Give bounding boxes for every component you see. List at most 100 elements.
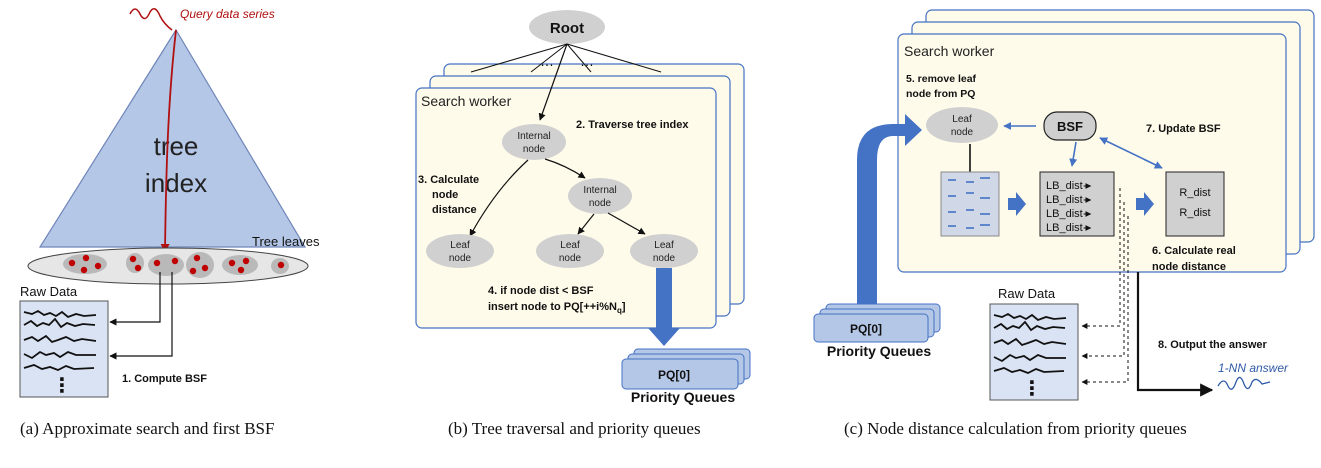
query-path-arrow (160, 29, 177, 253)
lb-to-rdist-arrow (1136, 192, 1154, 216)
pq-arrow-shaft (656, 268, 672, 330)
leaf-node-2-line2: node (559, 253, 582, 264)
data-point (242, 257, 250, 265)
step3-line1: 3. Calculate (418, 174, 479, 186)
lb-dist-label: LB_dist (1046, 180, 1083, 192)
raw-data-box (989, 303, 1079, 401)
r-dist-label: R_dist (1179, 187, 1210, 199)
pq-arrow-head (648, 328, 680, 346)
tree-index-triangle (38, 28, 307, 248)
pq-title: Priority Queues (631, 389, 735, 405)
leaf-node-2-line1: Leaf (560, 240, 580, 251)
data-point (153, 259, 161, 267)
caption-a: (a) Approximate search and first BSF (20, 419, 275, 438)
series-line (993, 337, 1067, 347)
raw-series-lines (993, 312, 1067, 374)
root-label: Root (550, 20, 584, 37)
worker-label: Search worker (904, 43, 995, 59)
step4-sub: q (617, 306, 622, 315)
leaf-cluster (148, 254, 184, 276)
compute-bsf-label: 1. Compute BSF (122, 373, 207, 385)
series-line (993, 367, 1065, 374)
panel-c: Search worker 5. remove leaf node from P… (813, 9, 1315, 401)
raw-data-box (19, 300, 109, 398)
panel-a: Query data series tree index Tree leaves (19, 7, 320, 398)
tree-leaves-label: Tree leaves (252, 234, 320, 249)
root-edge (470, 43, 568, 73)
pq-to-worker-arrow (857, 114, 922, 322)
leaf-node-line2: node (951, 127, 974, 138)
data-point (68, 259, 76, 267)
dashed-link (1081, 202, 1125, 359)
worker-label: Search worker (421, 93, 512, 109)
step5-line2: node from PQ (906, 88, 975, 100)
data-point (228, 259, 236, 267)
ellipsis-left: … (540, 53, 554, 69)
root-edge (530, 43, 568, 73)
query-label: Query data series (180, 7, 275, 21)
series-line (993, 312, 1067, 322)
series-line (993, 353, 1066, 363)
answer-label: 1-NN answer (1218, 361, 1289, 375)
internal-node-2-line2: node (589, 198, 612, 209)
tree-label-line1: tree (154, 131, 199, 161)
summary-segments (948, 177, 990, 229)
pq-box (621, 358, 739, 390)
lb-dist-label: LB_dist (1046, 208, 1083, 220)
data-point (193, 254, 201, 262)
internal-to-internal-arrow (544, 158, 586, 179)
leaf-node-3-line2: node (653, 253, 676, 264)
answer-squiggle (1217, 376, 1271, 390)
series-line (23, 317, 96, 329)
pq-title: Priority Queues (827, 343, 931, 359)
leaf-node (926, 107, 998, 143)
step4-main: insert node to PQ[++i%N (488, 301, 617, 313)
leaf-cluster (186, 252, 214, 278)
leaf-cluster (63, 254, 107, 274)
internal-node-1 (502, 124, 566, 160)
output-arrow (1136, 272, 1214, 397)
dashed-link (1081, 188, 1121, 329)
leaf-node-1-line2: node (449, 253, 472, 264)
internal-node-1-line1: Internal (517, 131, 550, 142)
raw-data-label: Raw Data (20, 284, 78, 299)
step3-line2: node (432, 189, 458, 201)
lb-dist-label: LB_dist (1046, 222, 1083, 234)
raw-data-label: Raw Data (998, 286, 1056, 301)
dashed-links (1081, 188, 1129, 385)
series-line (993, 320, 1066, 332)
data-point (201, 264, 209, 272)
pq-label: PQ[0] (850, 322, 882, 336)
leaf-node-1-line1: Leaf (450, 240, 470, 251)
data-point (277, 261, 285, 269)
dashed-link (1081, 216, 1129, 385)
leaf-node-3 (630, 234, 698, 268)
bsf-rdist-arrow (1099, 137, 1163, 169)
worker-panel (415, 87, 717, 329)
series-line (23, 309, 97, 319)
data-point (80, 266, 88, 274)
leaf-node-1 (426, 234, 494, 268)
series-line (23, 334, 97, 344)
bsf-to-lb-arrow (1069, 141, 1078, 167)
root-edge (566, 43, 662, 73)
bsf-label: BSF (1057, 119, 1083, 134)
caption-c: (c) Node distance calculation from prior… (844, 419, 1187, 438)
lb-dist-label: LB_dist (1046, 194, 1083, 206)
leaf-cluster (126, 253, 144, 273)
r-dist-label: R_dist (1179, 207, 1210, 219)
root-to-internal-arrow (538, 43, 568, 121)
internal-node-2 (568, 178, 632, 214)
r-dist-box (1165, 171, 1225, 237)
data-point (171, 257, 179, 265)
data-point (237, 266, 245, 274)
leaf-node-3-line1: Leaf (654, 240, 674, 251)
root-node (529, 10, 605, 44)
leaf-clusters (63, 252, 289, 278)
internal-node-1-line2: node (523, 144, 546, 155)
internal-to-leaf3-arrow (607, 212, 646, 235)
panel-b: Root … … Search worker Internal node 2. … (415, 10, 751, 405)
query-series-squiggle (129, 8, 173, 31)
lb-dist-box (1039, 171, 1115, 237)
raw-series-lines (23, 309, 97, 371)
